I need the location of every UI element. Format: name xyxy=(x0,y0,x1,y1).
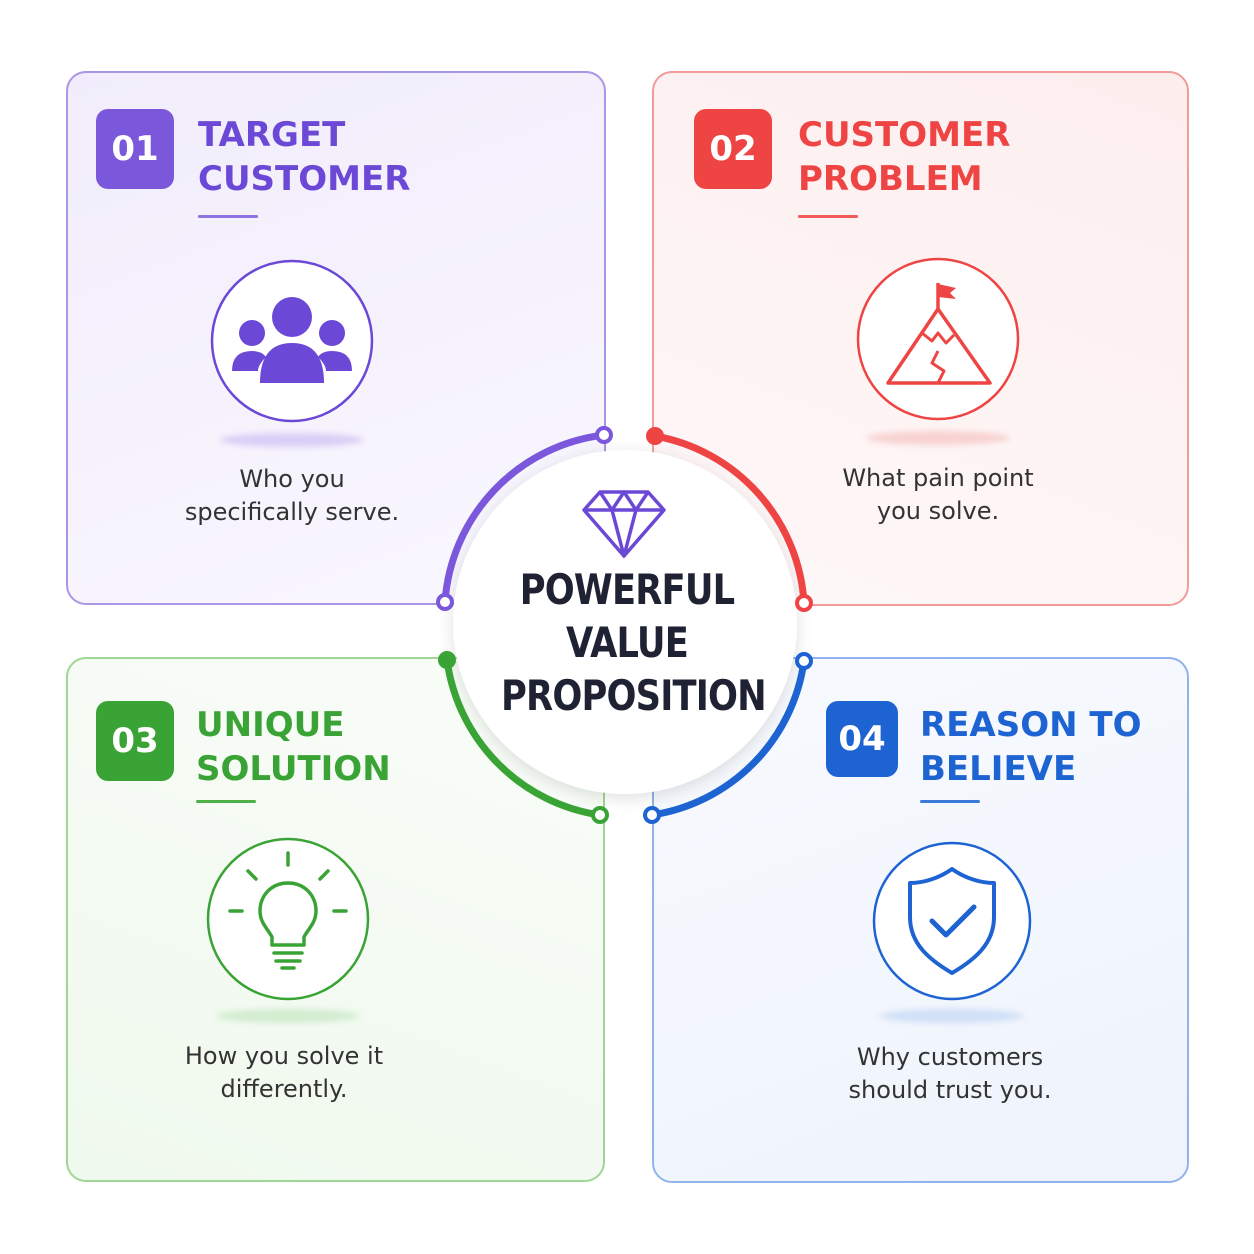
ring-dot xyxy=(795,652,813,670)
ring-arc-red xyxy=(651,432,808,607)
center-title-line: VALUE xyxy=(565,618,689,667)
card-target-customer: 01 TARGET CUSTOMER Who you specifically … xyxy=(66,71,606,605)
card-title: CUSTOMER PROBLEM xyxy=(798,113,1010,201)
number-badge: 04 xyxy=(826,701,898,777)
ring-dot xyxy=(438,651,456,669)
icon-shadow xyxy=(220,433,364,447)
diamond-icon xyxy=(582,490,666,558)
card-title-line: CUSTOMER xyxy=(798,115,1011,155)
icon-shadow xyxy=(880,1009,1024,1023)
ring-dot xyxy=(795,594,813,612)
card-title-line: UNIQUE xyxy=(196,705,345,745)
number-badge: 01 xyxy=(96,109,174,189)
title-underline xyxy=(196,800,256,803)
description-line: Who you xyxy=(239,465,345,493)
icon-shadow xyxy=(866,431,1010,445)
card-title-line: TARGET xyxy=(198,115,346,155)
card-description: Who you specifically serve. xyxy=(112,463,472,529)
card-description: How you solve it differently. xyxy=(104,1040,464,1106)
card-title: TARGET CUSTOMER xyxy=(198,113,410,201)
description-line: should trust you. xyxy=(848,1076,1052,1104)
card-description: What pain point you solve. xyxy=(758,462,1118,528)
number-badge: 02 xyxy=(694,109,772,189)
card-title-line: REASON TO xyxy=(920,705,1142,745)
ring-dot xyxy=(646,427,664,445)
ring-dot xyxy=(595,426,613,444)
description-line: Why customers xyxy=(856,1043,1044,1071)
ring-arc-purple xyxy=(441,431,608,606)
card-title-line: SOLUTION xyxy=(196,749,391,789)
card-reason-to-believe: 04 REASON TO BELIEVE Why customers shoul… xyxy=(652,657,1189,1183)
ring-arc-green xyxy=(443,656,604,819)
center-title-line: PROPOSITION xyxy=(501,671,767,720)
description-line: What pain point xyxy=(842,464,1034,492)
center-title-line: POWERFUL xyxy=(519,565,735,614)
mountain-flag-icon xyxy=(856,257,1020,421)
lightbulb-icon xyxy=(206,837,370,1001)
ring-dot xyxy=(591,806,609,824)
ring-arc-blue xyxy=(648,657,808,819)
card-title-line: PROBLEM xyxy=(798,159,983,199)
card-title: UNIQUE SOLUTION xyxy=(196,703,391,791)
card-title: REASON TO BELIEVE xyxy=(920,703,1142,791)
title-underline xyxy=(798,215,858,218)
card-description: Why customers should trust you. xyxy=(770,1041,1130,1107)
ring-dot xyxy=(436,593,454,611)
ring-dot xyxy=(643,806,661,824)
title-underline xyxy=(920,800,980,803)
center-circle xyxy=(453,450,797,794)
center-title: POWERFUL VALUE PROPOSITION xyxy=(501,563,767,722)
description-line: differently. xyxy=(220,1075,348,1103)
number-badge: 03 xyxy=(96,701,174,781)
shield-check-icon xyxy=(870,839,1034,1003)
people-group-icon xyxy=(210,259,374,423)
card-title-line: CUSTOMER xyxy=(198,159,411,199)
description-line: you solve. xyxy=(876,497,1000,525)
description-line: How you solve it xyxy=(184,1042,384,1070)
description-line: specifically serve. xyxy=(184,498,400,526)
card-title-line: BELIEVE xyxy=(920,749,1077,789)
title-underline xyxy=(198,215,258,218)
icon-shadow xyxy=(216,1009,360,1023)
